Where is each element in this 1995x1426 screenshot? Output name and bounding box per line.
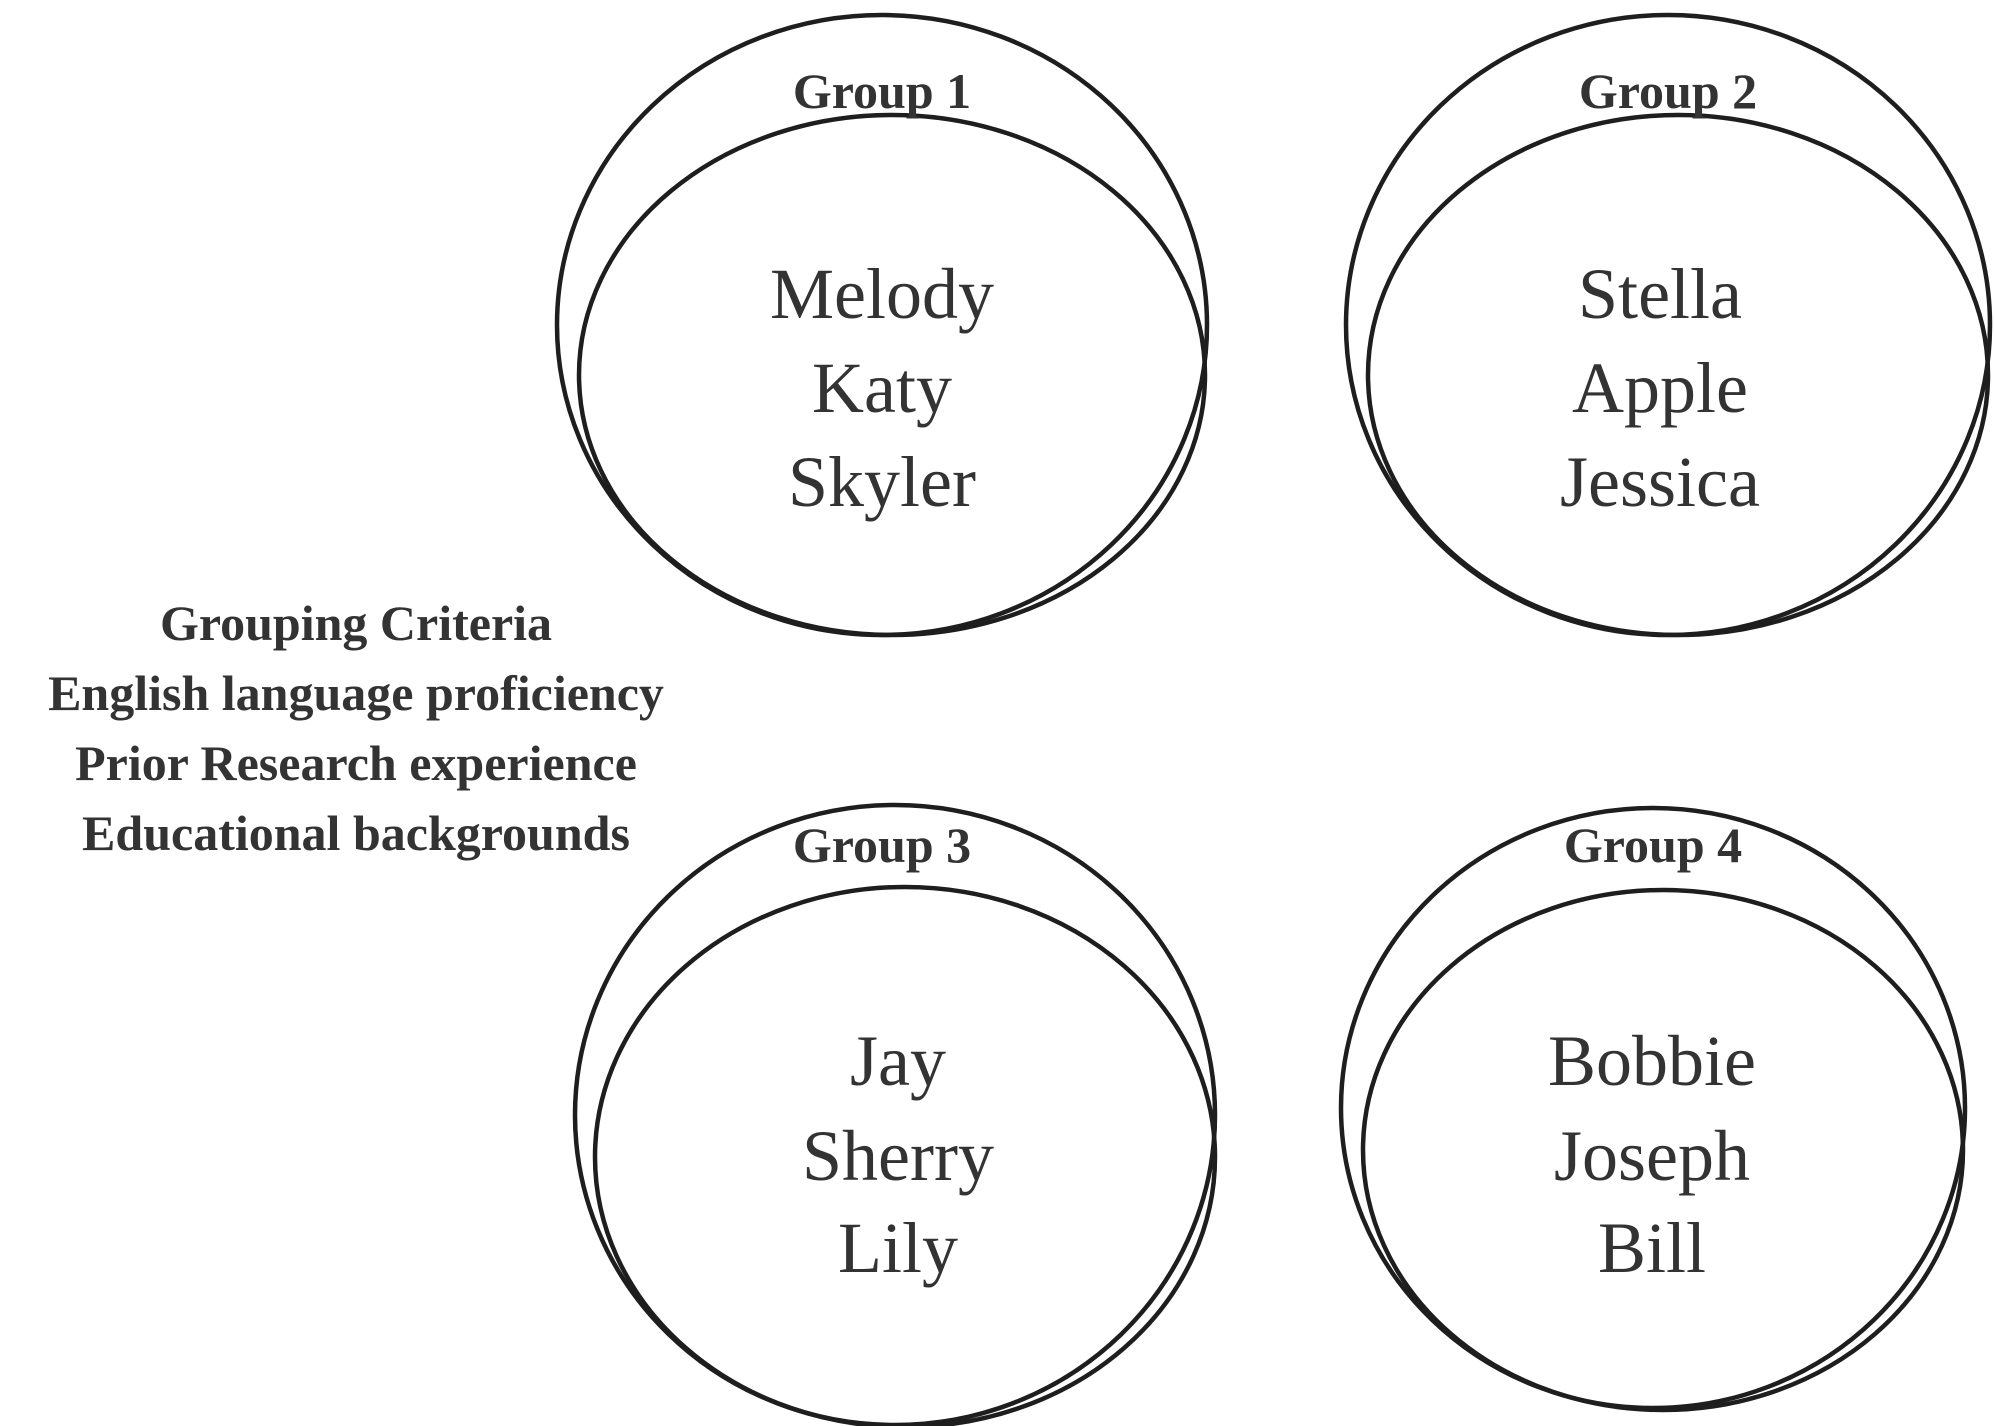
group-1: Group 1 Melody Katy Skyler xyxy=(554,12,1210,638)
group-2-member-2: Apple xyxy=(1572,348,1748,428)
group-4-member-3: Bill xyxy=(1598,1208,1706,1288)
criteria-line-english-proficiency: English language proficiency xyxy=(48,665,664,721)
group-2-title: Group 2 xyxy=(1579,63,1757,119)
group-2-member-1: Stella xyxy=(1578,254,1742,334)
grouping-criteria: Grouping Criteria English language profi… xyxy=(48,595,664,861)
group-3-member-2: Sherry xyxy=(802,1116,994,1196)
group-1-member-1: Melody xyxy=(770,254,994,334)
group-2-member-3: Jessica xyxy=(1560,442,1760,522)
group-4-member-1: Bobbie xyxy=(1548,1021,1756,1101)
group-1-member-2: Katy xyxy=(812,348,952,428)
criteria-line-educational-backgrounds: Educational backgrounds xyxy=(82,805,630,861)
group-3-member-3: Lily xyxy=(838,1208,958,1288)
group-4: Group 4 Bobbie Joseph Bill xyxy=(1338,805,1968,1413)
group-4-title: Group 4 xyxy=(1564,817,1742,873)
group-4-member-2: Joseph xyxy=(1554,1116,1750,1196)
group-1-inner-ring xyxy=(576,112,1208,638)
group-2-inner-ring xyxy=(1365,112,1991,638)
group-1-title: Group 1 xyxy=(793,63,971,119)
criteria-heading: Grouping Criteria xyxy=(160,595,552,651)
group-4-inner-ring xyxy=(1360,887,1966,1413)
group-1-member-3: Skyler xyxy=(788,442,976,522)
criteria-line-research-experience: Prior Research experience xyxy=(75,735,637,791)
group-3: Group 3 Jay Sherry Lily xyxy=(572,802,1218,1426)
group-3-title: Group 3 xyxy=(793,817,971,873)
group-3-inner-ring xyxy=(592,884,1218,1426)
group-3-member-1: Jay xyxy=(850,1021,946,1101)
group-2: Group 2 Stella Apple Jessica xyxy=(1343,12,1993,638)
